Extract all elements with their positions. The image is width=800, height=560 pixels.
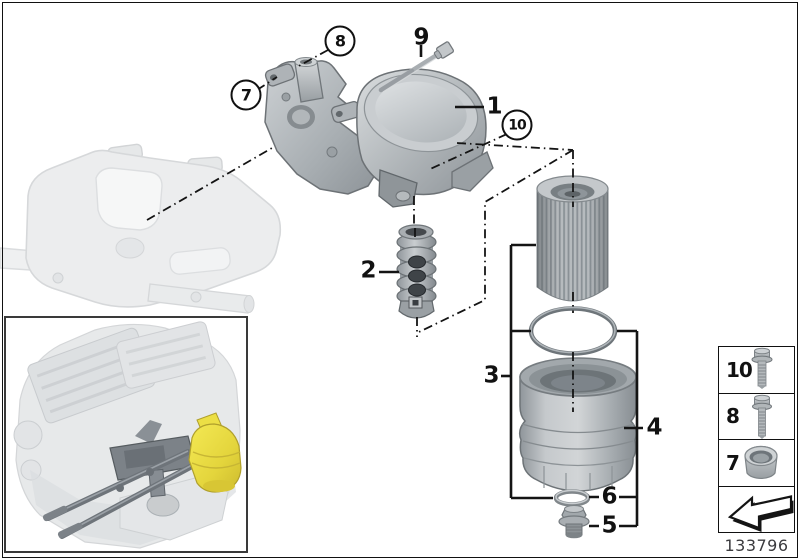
sleeve-icon xyxy=(744,445,778,480)
drain-plug-part[interactable] xyxy=(558,505,590,539)
fastener-legend: 10 8 7 xyxy=(718,346,795,533)
locator-inset-border xyxy=(4,316,248,553)
callout-4[interactable]: 4 xyxy=(646,414,662,441)
legend-label-10: 10 xyxy=(726,357,753,382)
legend-row-arrow[interactable] xyxy=(719,487,794,533)
flange-bolt-icon xyxy=(751,347,773,389)
legend-label-7: 7 xyxy=(726,450,740,475)
callout-5[interactable]: 5 xyxy=(601,512,617,539)
legend-row-7[interactable]: 7 xyxy=(719,440,794,487)
highlighted-part-yellow xyxy=(188,412,242,493)
legend-label-8: 8 xyxy=(726,404,740,429)
callout-10-circled[interactable]: 10 xyxy=(501,109,533,141)
oil-filter-housing-part[interactable] xyxy=(264,57,494,208)
callout-6[interactable]: 6 xyxy=(601,483,617,510)
leader-lines xyxy=(379,45,643,528)
sealing-washer-part[interactable] xyxy=(553,489,591,507)
ghost-mount-bracket xyxy=(0,143,282,314)
oil-filter-element-part[interactable] xyxy=(536,175,609,302)
diagram-number: 133796 xyxy=(724,536,789,555)
filter-cap-part[interactable] xyxy=(518,357,638,492)
direction-arrow-icon[interactable] xyxy=(727,495,794,533)
callout-1[interactable]: 1 xyxy=(486,93,502,120)
center-lines xyxy=(256,49,574,412)
callout-2[interactable]: 2 xyxy=(360,257,376,284)
flange-bolt-icon xyxy=(752,394,772,439)
callout-9[interactable]: 9 xyxy=(413,24,429,51)
legend-row-10[interactable]: 10 xyxy=(719,347,794,394)
callout-7-circled[interactable]: 7 xyxy=(230,79,262,111)
legend-row-8[interactable]: 8 xyxy=(719,394,794,440)
engine-locator-image xyxy=(13,321,242,549)
callout-3[interactable]: 3 xyxy=(483,362,499,389)
pressure-valve-part[interactable] xyxy=(396,224,437,319)
callout-8-circled[interactable]: 8 xyxy=(324,25,356,57)
long-bolt-part[interactable] xyxy=(378,41,455,93)
o-ring-part[interactable] xyxy=(528,306,618,356)
